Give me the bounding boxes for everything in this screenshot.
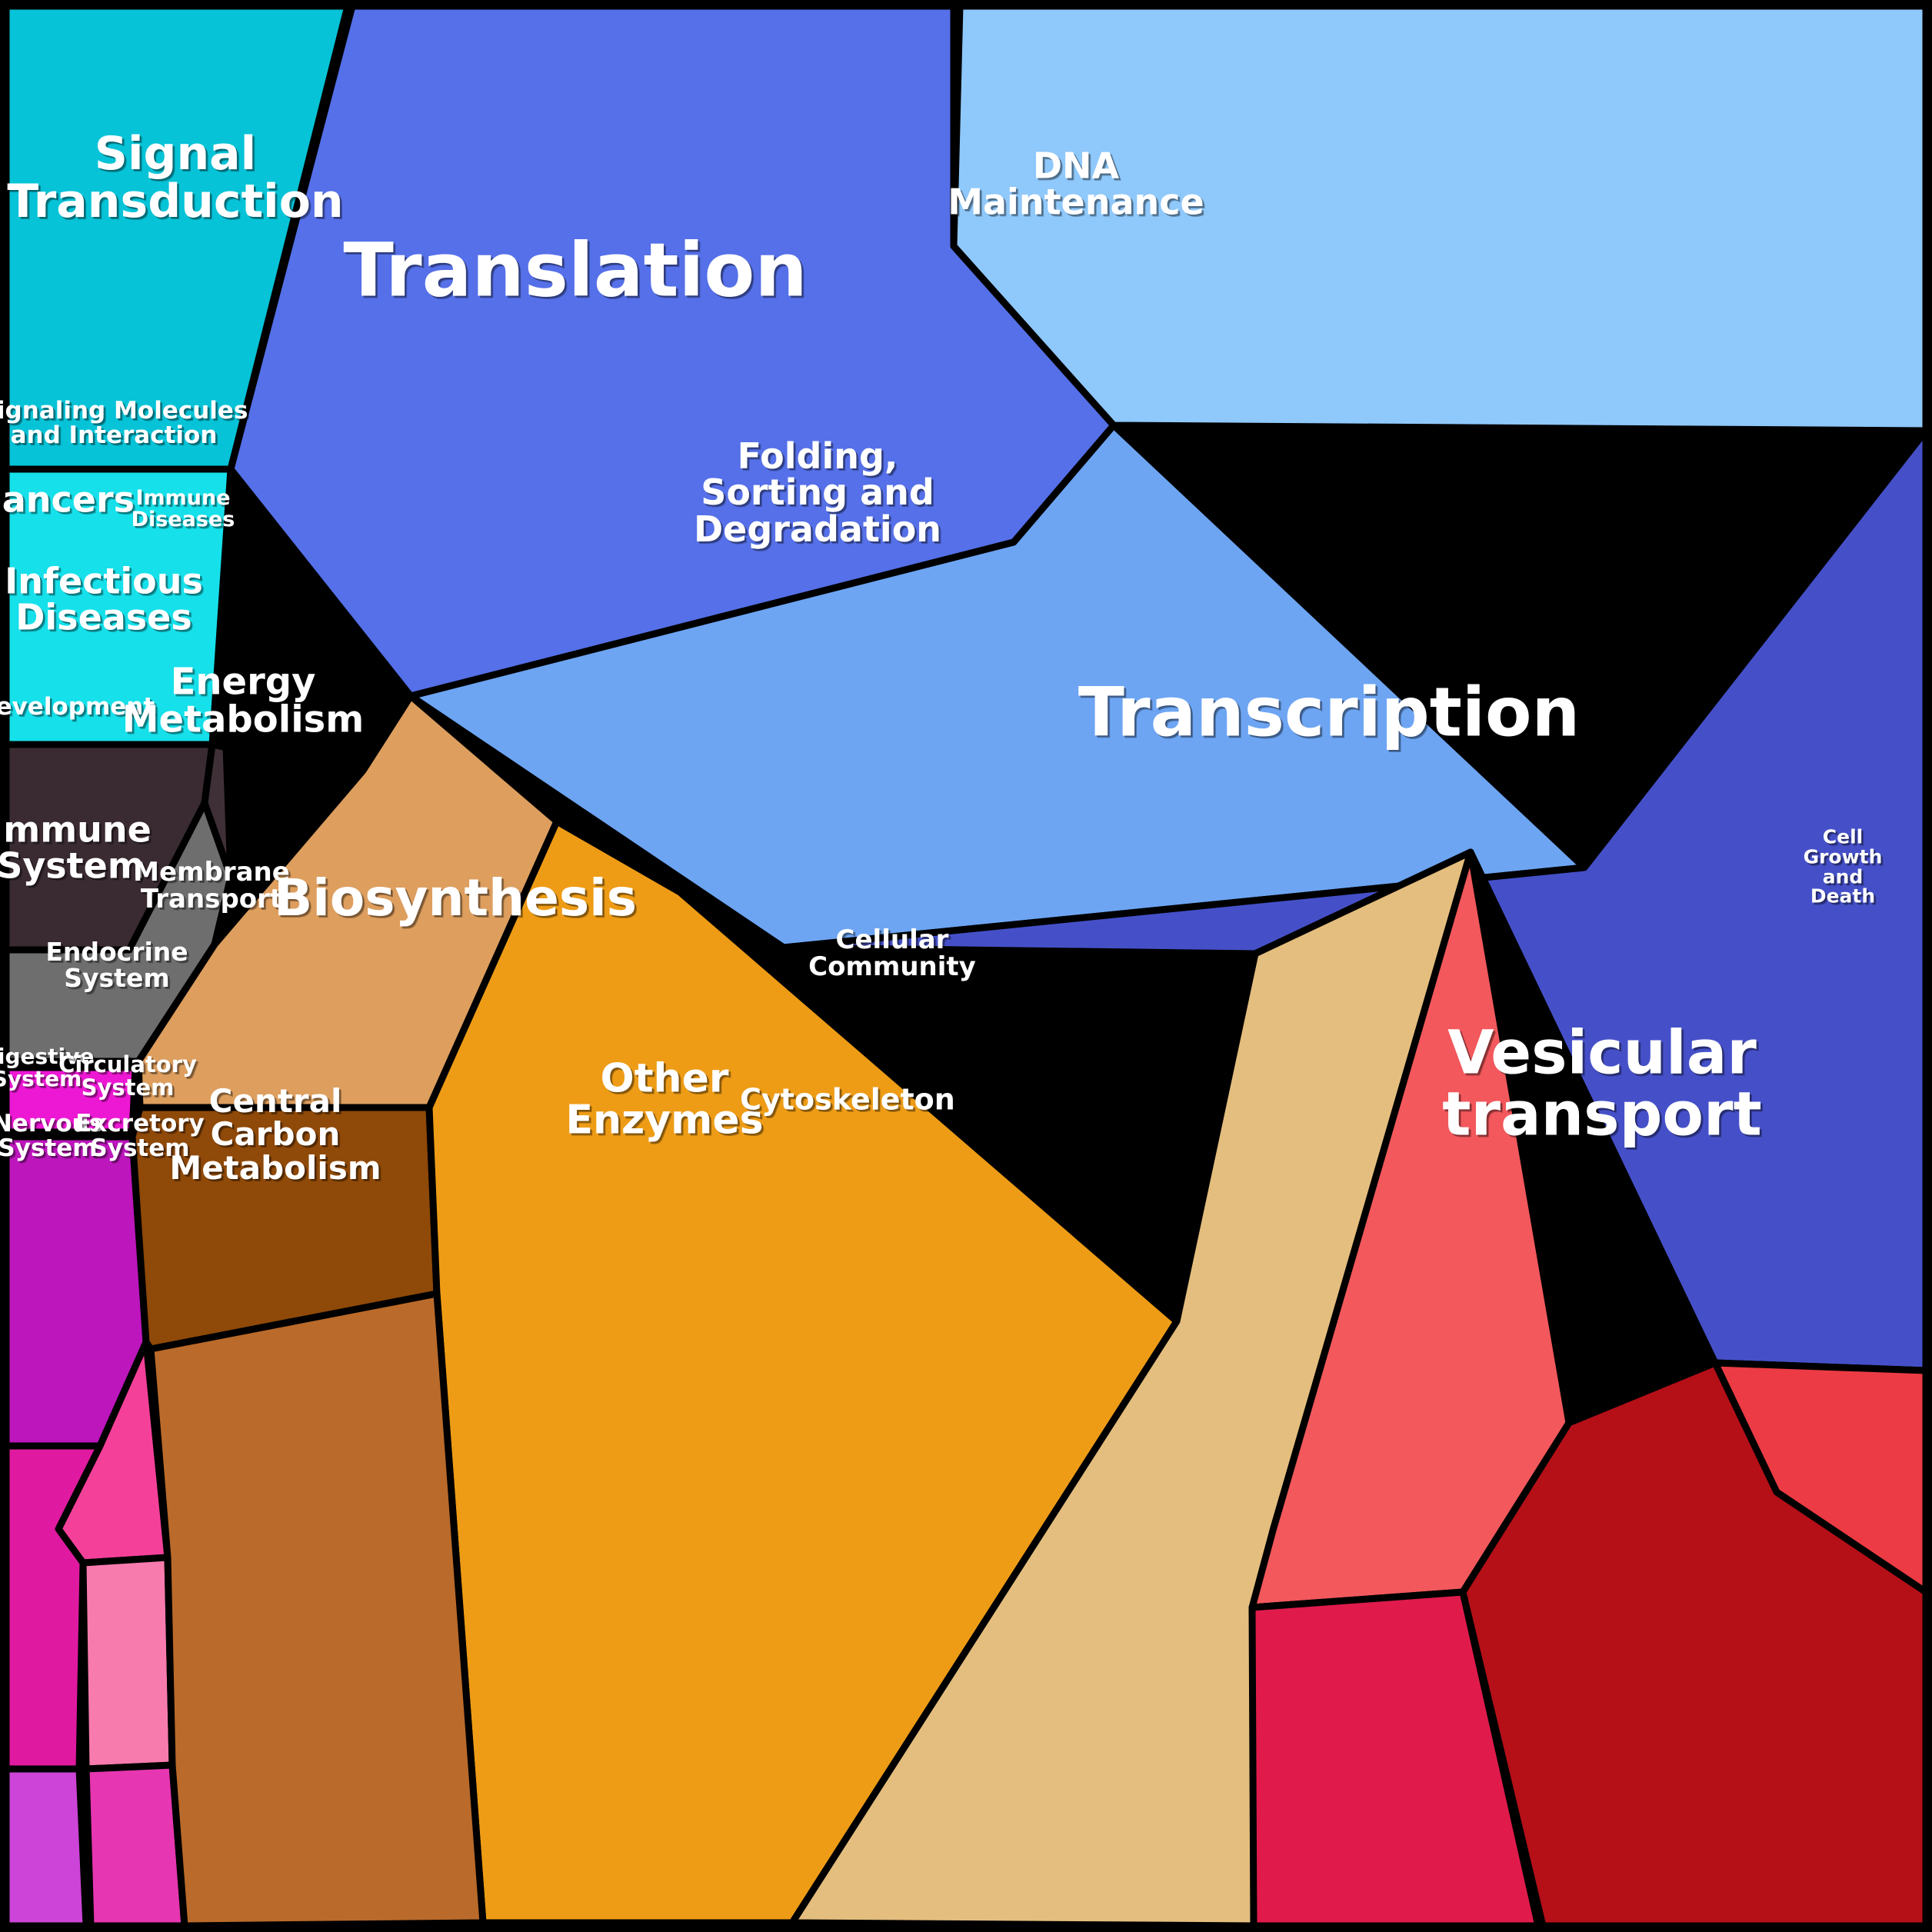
treemap-cell-development[interactable] xyxy=(2,1064,139,1136)
treemap-cell-circulatory-system[interactable] xyxy=(79,1554,176,1773)
treemap-cell-nervous-system[interactable] xyxy=(2,1765,90,1930)
treemap-cell-cytoskeleton[interactable] xyxy=(1248,1588,1542,1930)
treemap-cell-dna-maintenance[interactable] xyxy=(950,2,1930,435)
treemap-cell-signaling-molecules-and-interaction[interactable] xyxy=(2,465,235,748)
treemap-cell-central-carbon-metabolism[interactable] xyxy=(147,1290,487,1930)
treemap-cell-infectious-diseases[interactable] xyxy=(2,799,235,1065)
treemap-cell-folding-sorting-and-degradation[interactable] xyxy=(407,421,1588,951)
treemap-cell-excretory-system[interactable] xyxy=(82,1761,188,1930)
treemap-cell-vesicular-transport[interactable] xyxy=(1459,1359,1930,1930)
